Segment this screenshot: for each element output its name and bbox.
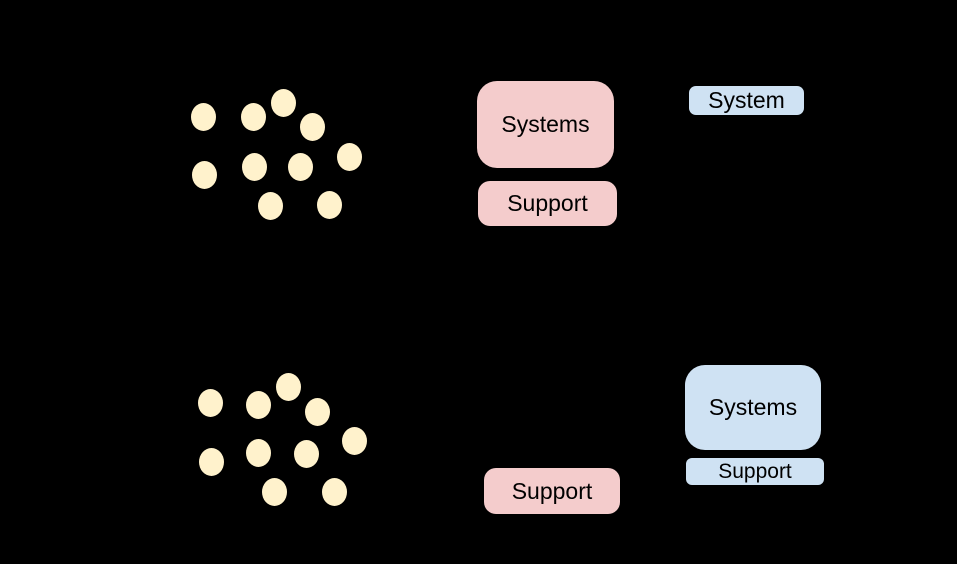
top-systems-label: Systems: [501, 111, 590, 137]
cluster-dot: [260, 477, 288, 507]
cluster-dot: [269, 88, 297, 118]
bottom-support-pink-label: Support: [511, 477, 593, 504]
cluster-dot: [190, 160, 218, 190]
bottom-support-blue-label: Support: [718, 460, 792, 483]
bottom-systems-box: Systems: [685, 365, 821, 450]
cluster-dot: [197, 447, 225, 477]
bottom-systems-label: Systems: [708, 394, 798, 420]
top-system-label: System: [708, 87, 785, 113]
cluster-dot: [196, 388, 224, 418]
top-support-box: Support: [478, 181, 617, 226]
cluster-dot: [256, 191, 284, 221]
cluster-dot: [340, 426, 368, 456]
top-systems-box: Systems: [477, 81, 614, 168]
bottom-support-pink-box: Support: [484, 468, 620, 514]
cluster-dot: [240, 152, 268, 182]
cluster-dot: [320, 477, 348, 507]
cluster-dot: [274, 372, 302, 402]
cluster-dot: [315, 190, 343, 220]
cluster-dot: [244, 438, 272, 468]
cluster-dot: [239, 102, 267, 132]
cluster-dot: [189, 102, 217, 132]
cluster-dot: [292, 439, 320, 469]
bottom-support-blue-box: Support: [686, 458, 824, 485]
cluster-dot: [244, 390, 272, 420]
cluster-dot: [303, 397, 331, 427]
top-support-label: Support: [507, 190, 588, 216]
cluster-dot: [298, 112, 326, 142]
cluster-dot: [335, 142, 363, 172]
cluster-dot: [286, 152, 314, 182]
top-system-box: System: [689, 86, 804, 115]
